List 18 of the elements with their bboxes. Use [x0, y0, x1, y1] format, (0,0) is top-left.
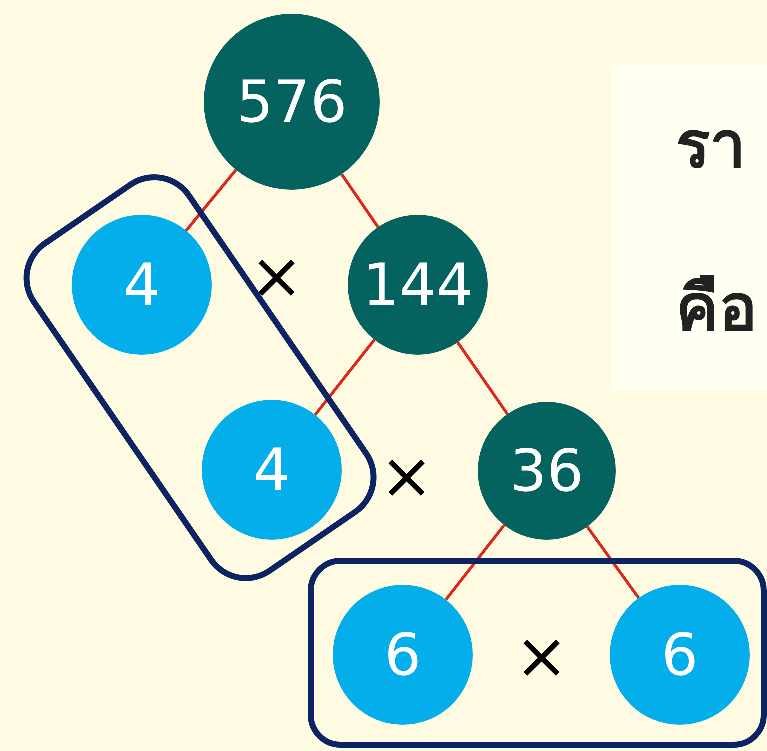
number-text: 4 — [124, 256, 160, 314]
number-text: 576 — [236, 73, 348, 131]
number-text: 4 — [254, 441, 290, 499]
connector-line — [340, 174, 380, 228]
number-text: 36 — [510, 442, 584, 500]
panel-text: รา — [676, 114, 747, 178]
connector-line — [456, 342, 509, 416]
number-text: 6 — [662, 626, 698, 684]
multiply-sign: × — [380, 445, 434, 509]
multiply-sign: × — [515, 625, 569, 689]
panel-text: คือ — [676, 276, 758, 341]
multiply-sign: × — [250, 245, 304, 309]
connector-line — [185, 169, 238, 232]
connector-line — [444, 524, 506, 601]
connector-line — [314, 339, 376, 416]
connector-line — [586, 526, 640, 600]
number-text: 6 — [384, 626, 422, 684]
number-text: 144 — [362, 256, 474, 314]
